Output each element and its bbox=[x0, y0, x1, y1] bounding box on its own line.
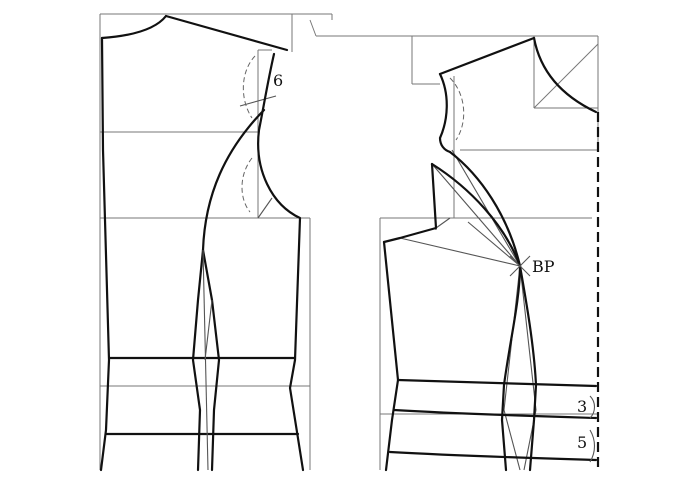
back-bodice: 6 bbox=[99, 13, 333, 472]
center-front-offset-marks bbox=[589, 395, 596, 463]
back-outline bbox=[99, 14, 305, 472]
front-armhole-dashed bbox=[449, 77, 465, 141]
front-outline bbox=[382, 36, 600, 472]
label-waist-offset-lower: 5 bbox=[577, 433, 587, 452]
label-waist-offset-upper: 3 bbox=[577, 397, 587, 416]
bust-point-marker bbox=[509, 255, 531, 277]
back-dart-guides bbox=[202, 249, 213, 471]
back-guide-lines bbox=[99, 13, 333, 470]
front-guide-lines bbox=[309, 19, 599, 470]
label-dart-width: 6 bbox=[273, 71, 283, 90]
back-armhole-dashed bbox=[241, 55, 256, 213]
front-bodice: BP 3 5 bbox=[309, 19, 600, 472]
label-bust-point: BP bbox=[532, 257, 555, 276]
